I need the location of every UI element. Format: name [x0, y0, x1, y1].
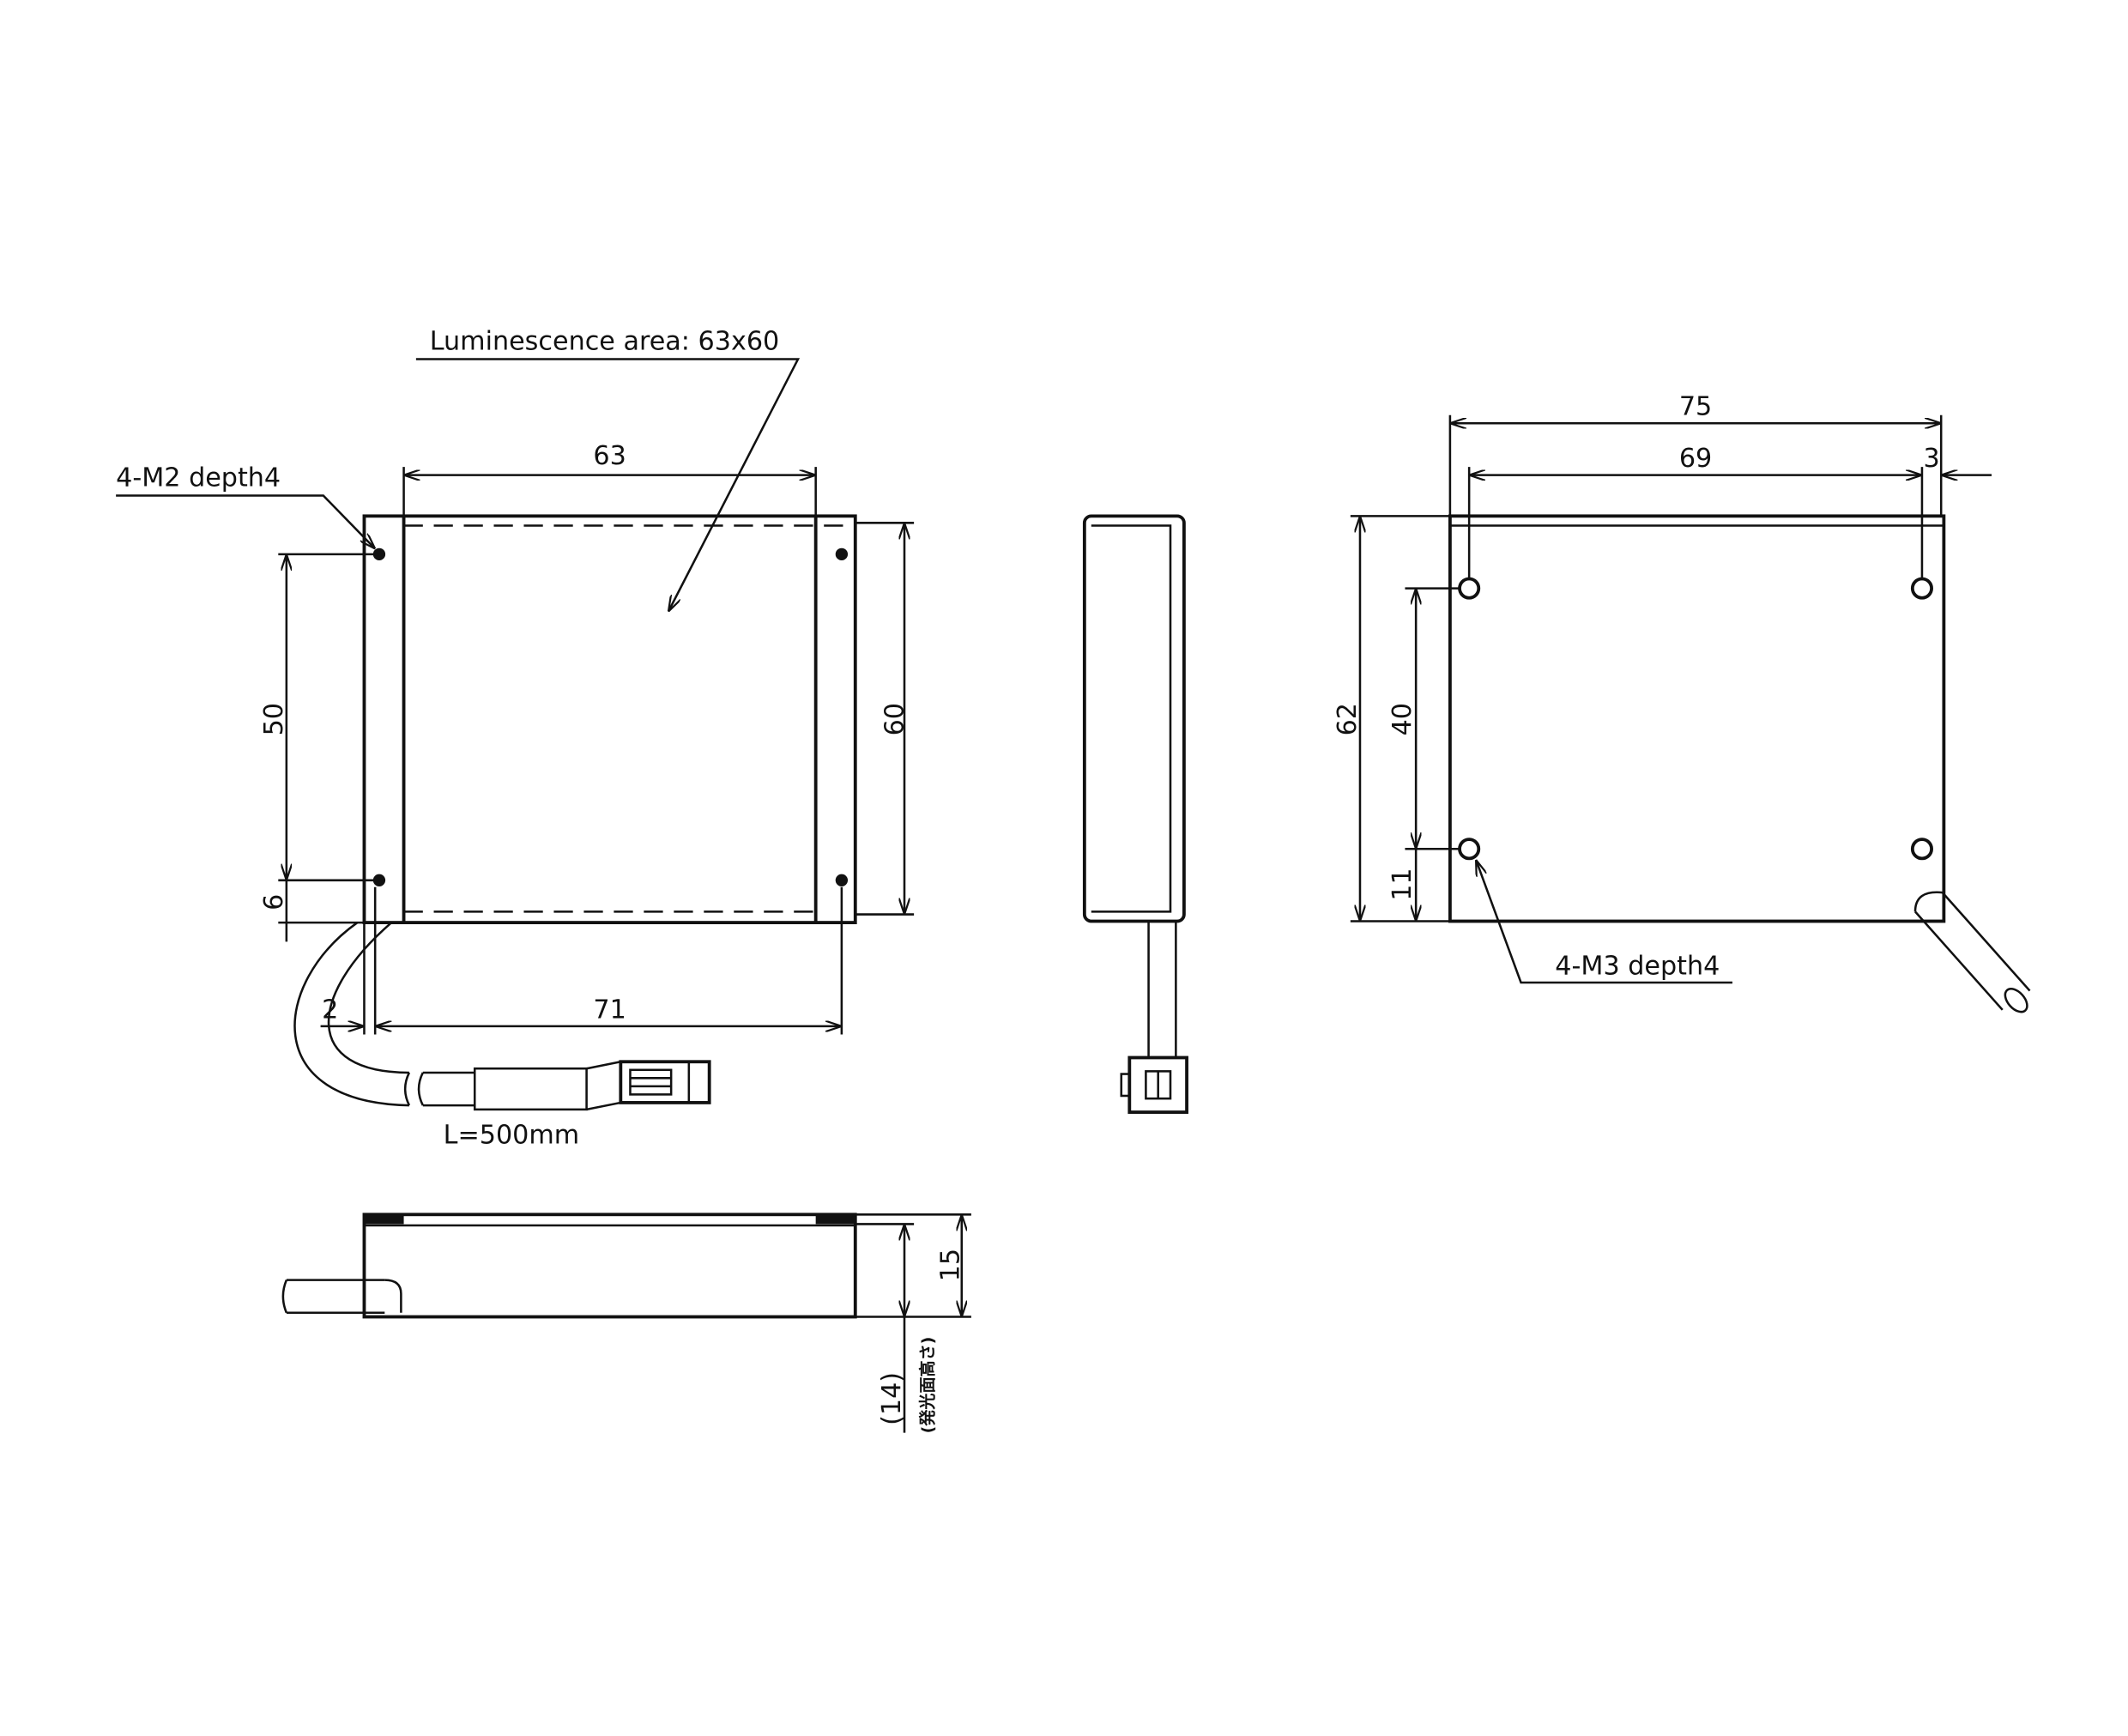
cable-bottom — [281, 1279, 402, 1315]
dim-75: 75 — [1679, 392, 1712, 422]
cable-rear — [1913, 891, 2031, 1013]
dim-50: 50 — [259, 703, 289, 735]
dim-3: 3 — [1923, 444, 1939, 474]
dim-6: 6 — [259, 894, 289, 910]
front-view: 63 60 50 6 4-M2 depth4 Luminescence area… — [116, 326, 915, 1151]
dim-71: 71 — [593, 995, 626, 1025]
dim-63: 63 — [593, 441, 626, 471]
mounting-holes — [372, 547, 849, 886]
dim-69: 69 — [1679, 444, 1712, 474]
dim-62: 62 — [1333, 703, 1363, 735]
cable — [293, 922, 711, 1111]
dim-14: (14) — [877, 1372, 907, 1425]
mounting-holes-m3 — [1458, 577, 1933, 861]
luminescence-area-label: Luminescence area: 63x60 — [430, 326, 780, 356]
dim-11: 11 — [1387, 868, 1418, 900]
bottom-view: 15 (14) (発光面高さ) — [281, 1213, 971, 1434]
dim-15: 15 — [936, 1249, 966, 1281]
dim-60: 60 — [880, 703, 910, 735]
cable-length-label: L=500mm — [444, 1121, 580, 1151]
rear-view: 75 69 3 62 40 11 4-M3 depth4 — [1333, 392, 2031, 1013]
dim-40: 40 — [1387, 703, 1418, 735]
hole-label-m3: 4-M3 depth4 — [1555, 952, 1720, 982]
side-view — [1082, 514, 1188, 1114]
emitting-height-note: (発光面高さ) — [917, 1337, 937, 1434]
hole-label-m2: 4-M2 depth4 — [116, 463, 281, 493]
